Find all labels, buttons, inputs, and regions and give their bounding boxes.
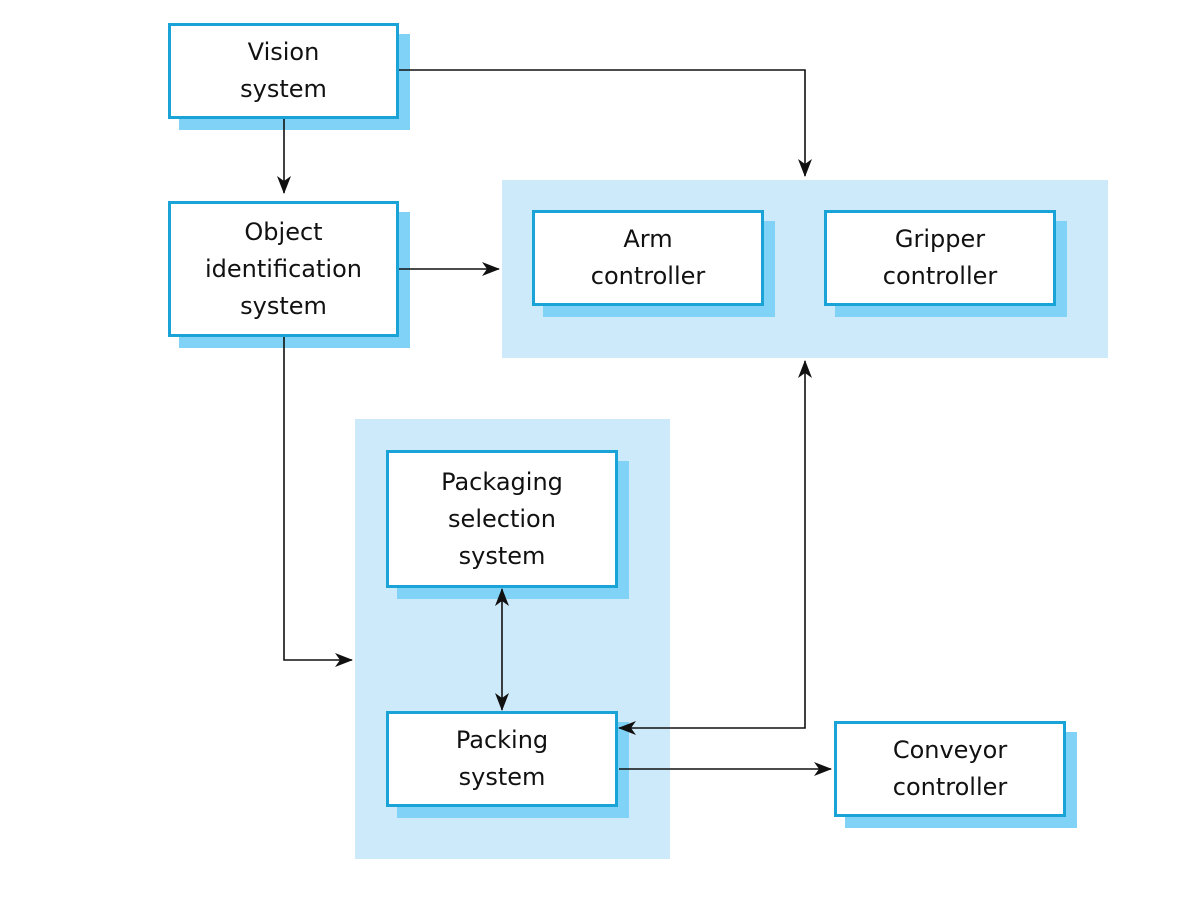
edge-packing-arm-gripper-group xyxy=(618,360,812,735)
arm-controller-label: Arm controller xyxy=(590,225,706,290)
packing-system-label: Packing system xyxy=(455,726,549,791)
object-identification-system-label: Object identification system xyxy=(205,217,362,320)
conveyor-controller-label: Conveyor controller xyxy=(892,736,1008,801)
vision-system-box: Vision system xyxy=(168,23,399,119)
gripper-controller-label: Gripper controller xyxy=(882,225,998,290)
object-identification-system-box: Object identification system xyxy=(168,201,399,337)
vision-system-label: Vision system xyxy=(240,38,327,103)
edge-vision-to-arm-gripper-group xyxy=(399,69,812,177)
conveyor-controller-box: Conveyor controller xyxy=(834,721,1066,817)
packing-system-box: Packing system xyxy=(386,711,618,807)
packaging-selection-system-label: Packaging selection system xyxy=(441,467,563,570)
arm-controller-box: Arm controller xyxy=(532,210,764,306)
gripper-controller-box: Gripper controller xyxy=(824,210,1056,306)
packaging-selection-system-box: Packaging selection system xyxy=(386,450,618,588)
edge-object-identification-to-packaging-group xyxy=(283,337,353,667)
